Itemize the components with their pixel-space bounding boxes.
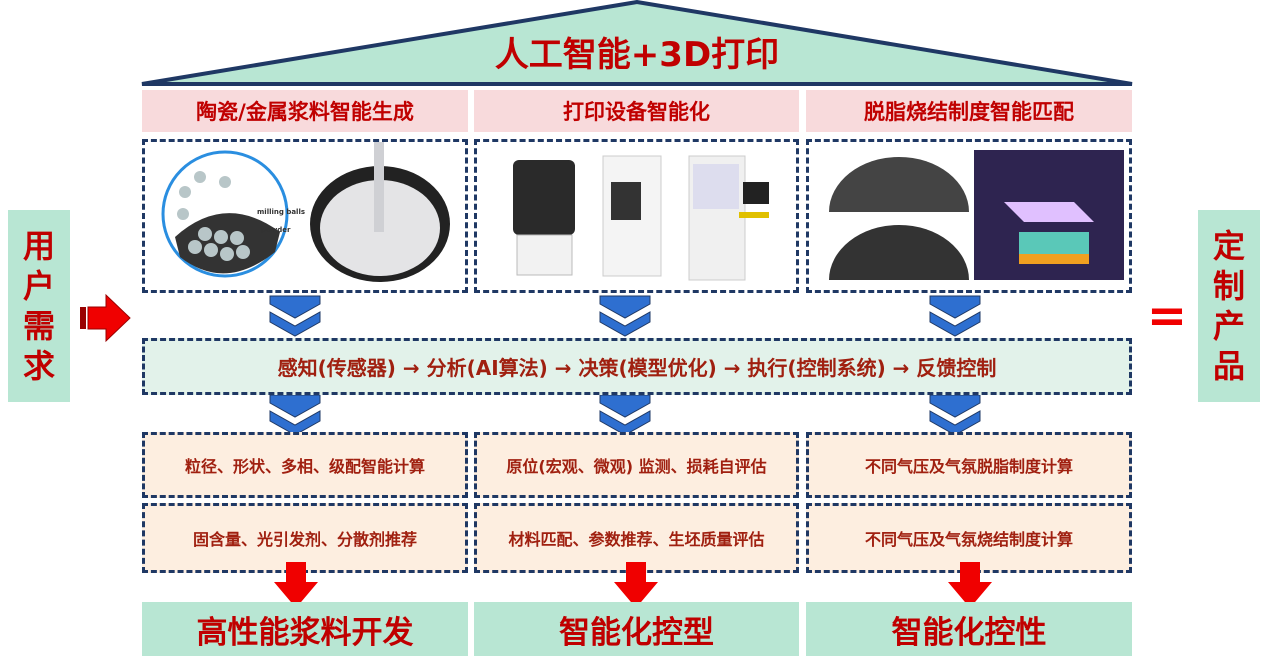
output-slurry: 高性能浆料开发 bbox=[142, 602, 468, 656]
char: 用 bbox=[22, 227, 55, 265]
chevron-down-icon bbox=[269, 394, 321, 434]
roof bbox=[141, 0, 1133, 86]
char: 品 bbox=[1212, 347, 1245, 385]
printer-row-1: 原位(宏观、微观) 监测、损耗自评估 bbox=[474, 432, 799, 498]
chevron-down-icon bbox=[599, 295, 651, 337]
equals-sign: = bbox=[1146, 288, 1188, 344]
image-label: milling balls bbox=[257, 208, 305, 216]
char: 求 bbox=[22, 347, 55, 385]
sintering-images bbox=[806, 139, 1132, 293]
sintering-illustration bbox=[829, 150, 1124, 280]
char: 需 bbox=[22, 307, 55, 345]
column-header-slurry: 陶瓷/金属浆料智能生成 bbox=[142, 90, 468, 132]
sintering-row-1: 不同气压及气氛脱脂制度计算 bbox=[806, 432, 1132, 498]
printer-devices-illustration bbox=[513, 155, 769, 281]
char: 定 bbox=[1212, 227, 1245, 265]
output-property-control: 智能化控性 bbox=[806, 602, 1132, 656]
image-label: powder bbox=[261, 226, 291, 234]
char: 户 bbox=[22, 267, 55, 305]
column-header-printer: 打印设备智能化 bbox=[474, 90, 799, 132]
arrow-down-icon bbox=[948, 562, 992, 608]
slurry-row-1: 粒径、形状、多相、级配智能计算 bbox=[142, 432, 468, 498]
chevrons bbox=[269, 295, 981, 434]
chevron-down-icon bbox=[599, 394, 651, 434]
ball-milling-illustration: milling balls powder bbox=[161, 142, 450, 282]
user-demand-label: 用 户 需 求 bbox=[8, 210, 70, 402]
main-title: 人工智能+3D打印 bbox=[494, 34, 780, 75]
chevron-down-icon bbox=[929, 295, 981, 337]
down-arrows bbox=[274, 562, 992, 608]
column-header-sintering: 脱脂烧结制度智能匹配 bbox=[806, 90, 1132, 132]
chevron-down-icon bbox=[929, 394, 981, 434]
output-shape-control: 智能化控型 bbox=[474, 602, 799, 656]
process-flow: 感知(传感器) → 分析(AI算法) → 决策(模型优化) → 执行(控制系统)… bbox=[142, 338, 1132, 395]
arrow-down-icon bbox=[614, 562, 658, 608]
slurry-images: milling balls powder bbox=[142, 139, 468, 293]
chevron-down-icon bbox=[269, 295, 321, 337]
char: 产 bbox=[1212, 307, 1245, 345]
arrow-down-icon bbox=[274, 562, 318, 608]
printer-images bbox=[474, 139, 799, 293]
arrow-right-icon bbox=[80, 293, 131, 343]
custom-product-label: 定 制 产 品 bbox=[1198, 210, 1260, 402]
sintering-row-2: 不同气压及气氛烧结制度计算 bbox=[806, 503, 1132, 573]
char: 制 bbox=[1212, 267, 1245, 305]
